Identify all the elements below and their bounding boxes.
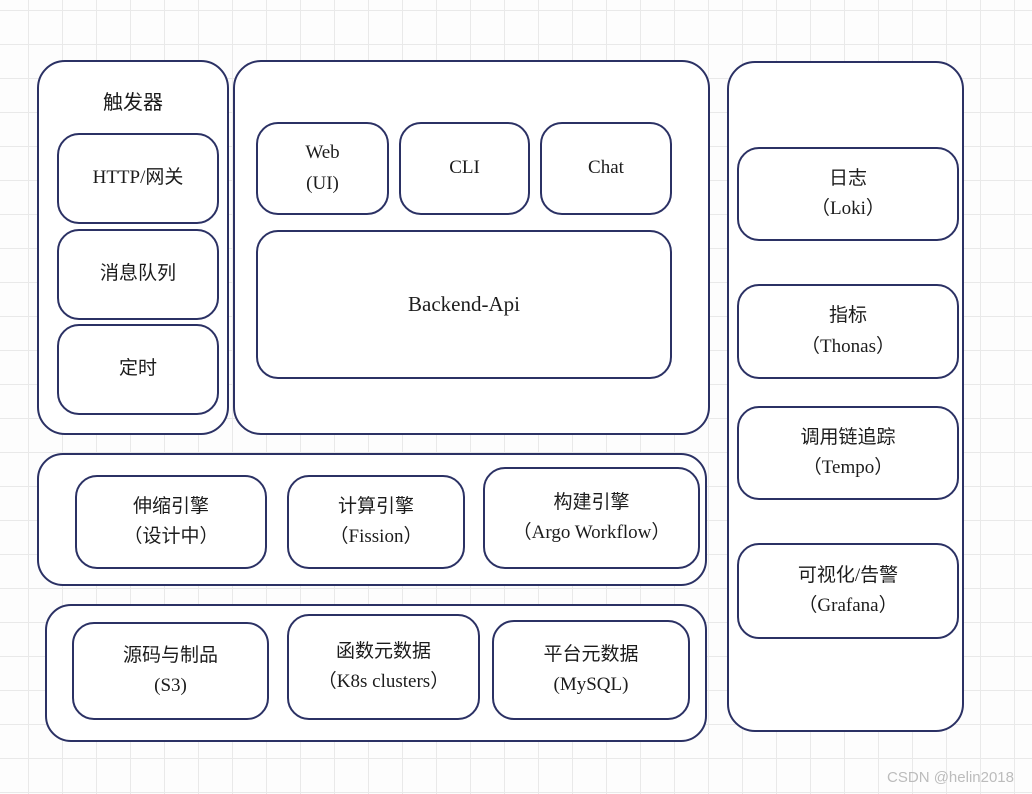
node-label: 定时 <box>118 358 157 380</box>
node-visualization-grafana: 可视化/告警 （Grafana） <box>737 543 959 639</box>
node-label: 可视化/告警 <box>797 564 899 586</box>
engines-group: 伸缩引擎 （设计中） 计算引擎 （Fission） 构建引擎 （Argo Wor… <box>37 453 707 586</box>
node-sublabel: (S3) <box>154 675 187 696</box>
node-label: 构建引擎 <box>553 491 630 513</box>
node-cli: CLI <box>399 122 530 215</box>
node-sublabel: （Thonas） <box>801 335 895 357</box>
node-label: Backend-Api <box>408 291 520 316</box>
node-sublabel: （Fission） <box>329 526 423 547</box>
node-sublabel: (MySQL) <box>553 674 629 695</box>
node-label: 平台元数据 <box>543 643 639 665</box>
node-source-artifacts-s3: 源码与制品 (S3) <box>72 622 269 720</box>
node-message-queue: 消息队列 <box>57 229 219 320</box>
node-label: Web <box>305 142 340 164</box>
node-label: 伸缩引擎 <box>132 495 209 517</box>
clients-group: Web (UI) CLI Chat Backend-Api <box>233 60 710 435</box>
watermark: CSDN @helin2018 <box>887 769 1014 786</box>
observability-group: 日志 （Loki） 指标 （Thonas） 调用链追踪 （Tempo） 可视化/… <box>727 61 964 732</box>
node-label: 调用链追踪 <box>800 426 896 448</box>
node-sublabel: （Loki） <box>811 198 885 219</box>
node-sublabel: （Argo Workflow） <box>512 522 671 543</box>
node-chat: Chat <box>540 122 672 215</box>
node-label: 计算引擎 <box>337 495 414 517</box>
node-sublabel: (UI) <box>306 172 339 194</box>
node-tracing-tempo: 调用链追踪 （Tempo） <box>737 406 959 500</box>
node-platform-metadata-mysql: 平台元数据 (MySQL) <box>492 620 690 720</box>
node-sublabel: （Grafana） <box>798 595 898 616</box>
node-label: 日志 <box>828 167 867 189</box>
node-sublabel: （Tempo） <box>802 457 894 478</box>
node-label: HTTP/网关 <box>92 167 184 189</box>
node-label: 源码与制品 <box>122 644 218 666</box>
node-label: 消息队列 <box>99 263 176 285</box>
node-metrics-thonas: 指标 （Thonas） <box>737 284 959 379</box>
triggers-group-title: 触发器 <box>103 92 163 114</box>
triggers-group: 触发器 HTTP/网关 消息队列 定时 <box>37 60 229 435</box>
node-build-engine: 构建引擎 （Argo Workflow） <box>483 467 700 569</box>
node-logs-loki: 日志 （Loki） <box>737 147 959 241</box>
node-function-metadata-k8s: 函数元数据 （K8s clusters） <box>287 614 480 720</box>
node-web-ui: Web (UI) <box>256 122 389 215</box>
node-label: 函数元数据 <box>335 640 431 662</box>
node-label: CLI <box>449 157 480 179</box>
node-sublabel: （设计中） <box>123 526 219 547</box>
node-timer: 定时 <box>57 324 219 415</box>
node-compute-engine: 计算引擎 （Fission） <box>287 475 465 569</box>
node-label: 指标 <box>828 305 867 327</box>
node-http-gateway: HTTP/网关 <box>57 133 219 224</box>
node-backend-api: Backend-Api <box>256 230 672 379</box>
node-scaling-engine: 伸缩引擎 （设计中） <box>75 475 267 569</box>
storage-group: 源码与制品 (S3) 函数元数据 （K8s clusters） 平台元数据 (M… <box>45 604 707 742</box>
node-label: Chat <box>588 157 624 179</box>
node-sublabel: （K8s clusters） <box>317 671 450 692</box>
